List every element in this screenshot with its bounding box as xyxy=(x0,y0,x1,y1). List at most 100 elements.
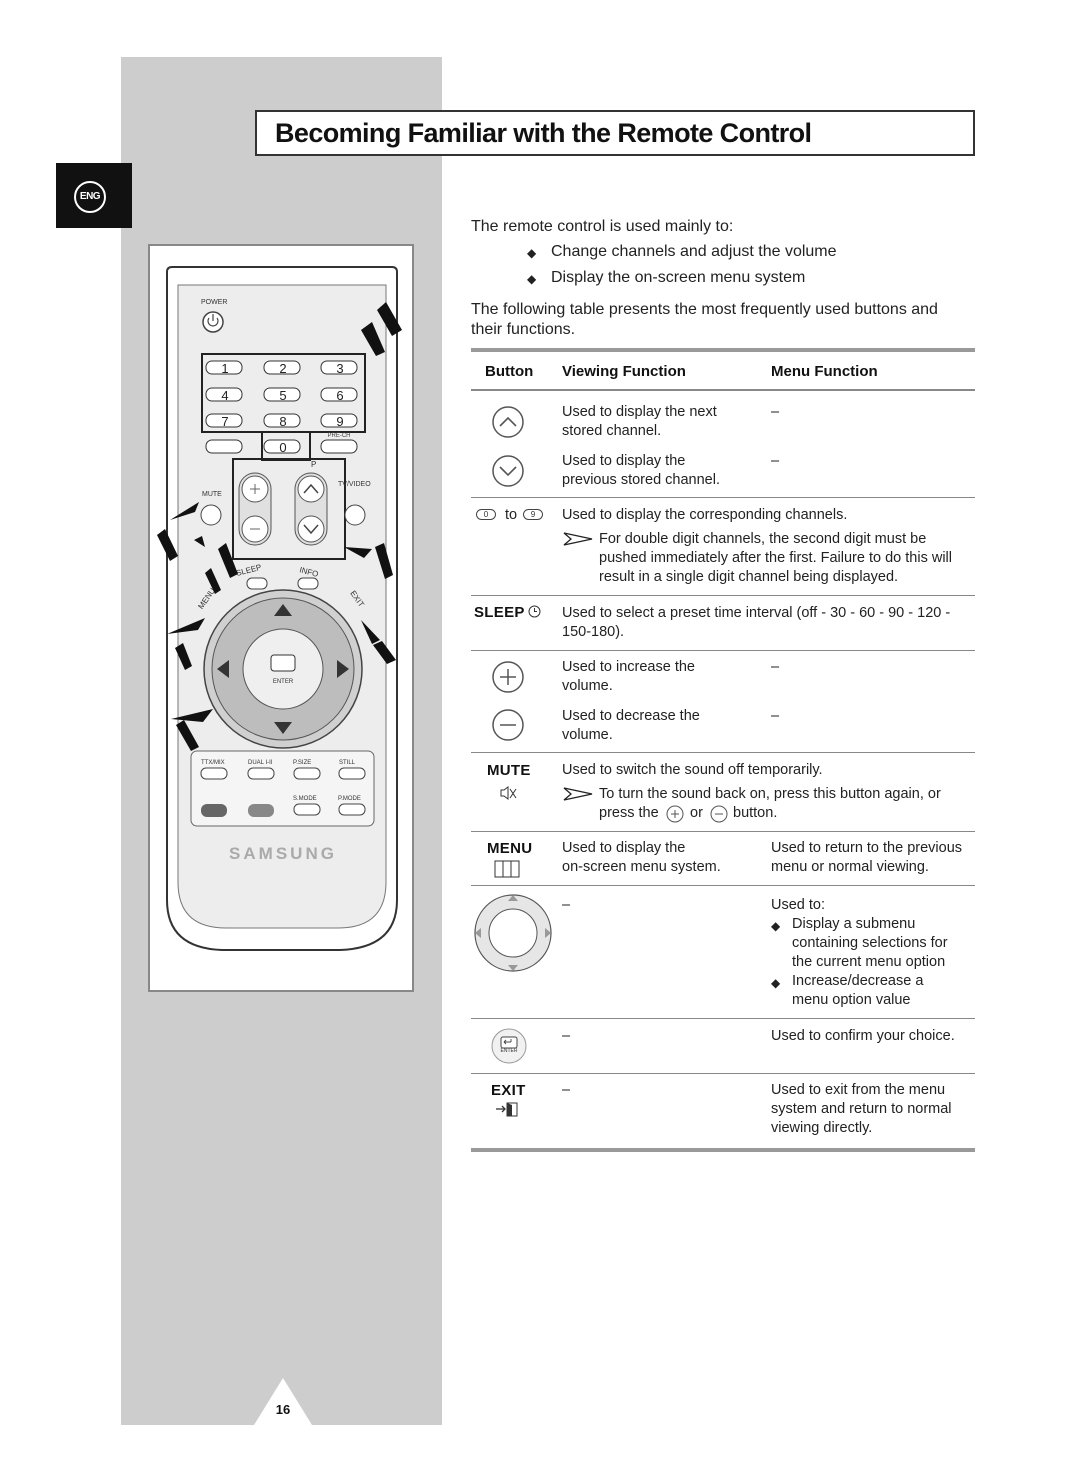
ch-down-viewing-line: previous stored channel. xyxy=(562,472,720,488)
row-divider xyxy=(471,497,975,498)
mute-note-line: To turn the sound back on, press this bu… xyxy=(599,786,941,802)
arrows-item-line: menu option value xyxy=(792,992,911,1008)
intro-bullet: Change channels and adjust the volume xyxy=(551,243,837,260)
remote-digit: 5 xyxy=(279,388,286,403)
remote-power-label: POWER xyxy=(201,299,227,306)
digits-note-line: For double digit channels, the second di… xyxy=(599,531,927,547)
remote-psize-label: P.SIZE xyxy=(293,760,311,766)
menu-icon xyxy=(494,860,520,878)
note-arrow-icon xyxy=(563,532,593,546)
mute-note-press: press the xyxy=(599,805,659,821)
clock-icon xyxy=(528,605,541,618)
channel-down-icon xyxy=(492,455,524,487)
mute-note-or: or xyxy=(690,805,703,821)
remote-p-label: P xyxy=(311,460,316,469)
remote-digit: 3 xyxy=(336,361,343,376)
remote-digit: 4 xyxy=(221,388,228,403)
volume-down-small-icon xyxy=(710,805,728,823)
diamond-bullet-icon: ◆ xyxy=(527,272,537,286)
volume-down-icon xyxy=(492,709,524,741)
exit-button-label: EXIT xyxy=(491,1082,526,1099)
ch-up-viewing-line: stored channel. xyxy=(562,423,662,439)
intro-paragraph-line: The following table presents the most fr… xyxy=(471,301,938,318)
remote-brand: SAMSUNG xyxy=(229,844,337,863)
header-button: Button xyxy=(485,363,534,380)
sleep-text-line: Used to select a preset time interval (o… xyxy=(562,605,951,621)
arrows-item-line: the current menu option xyxy=(792,954,946,970)
vol-down-menu: – xyxy=(771,708,780,724)
digits-viewing: Used to display the corresponding channe… xyxy=(562,507,848,523)
header-viewing-function: Viewing Function xyxy=(562,363,686,380)
page-number-tab xyxy=(254,1378,312,1425)
digit-zero-button-icon: 0 xyxy=(476,509,496,520)
digit-nine-button-icon: 9 xyxy=(523,509,543,520)
vol-up-viewing-line: volume. xyxy=(562,678,613,694)
remote-prech-label: PRE-CH xyxy=(327,433,350,439)
remote-enter-label: ENTER xyxy=(273,679,294,685)
table-bottom-rule xyxy=(471,1148,975,1152)
menu-button-label: MENU xyxy=(487,840,533,857)
enter-icon xyxy=(491,1028,527,1064)
vol-down-viewing-line: Used to decrease the xyxy=(562,708,700,724)
ch-up-viewing-line: Used to display the next xyxy=(562,404,717,420)
row-divider xyxy=(471,752,975,753)
arrows-item-line: containing selections for xyxy=(792,935,948,951)
remote-ttx-label: TTX/MIX xyxy=(201,760,225,766)
remote-still-label: STILL xyxy=(339,760,356,766)
diamond-bullet-icon: ◆ xyxy=(771,919,781,933)
volume-up-icon xyxy=(492,661,524,693)
enter-menu: Used to confirm your choice. xyxy=(771,1028,955,1044)
enter-viewing: – xyxy=(562,1028,571,1044)
exit-menu-line: Used to exit from the menu xyxy=(771,1082,946,1098)
mute-viewing: Used to switch the sound off temporarily… xyxy=(562,762,823,778)
remote-digit: 7 xyxy=(221,414,228,429)
arrows-menu-intro: Used to: xyxy=(771,897,825,913)
sleep-text-line: 150-180). xyxy=(562,624,625,640)
row-divider xyxy=(471,595,975,596)
arrows-item-line: Increase/decrease a xyxy=(792,973,924,989)
mute-note-end: button. xyxy=(733,805,778,821)
enter-icon-label: ENTER xyxy=(500,1048,518,1054)
sleep-button-label: SLEEP xyxy=(474,604,525,621)
diamond-bullet-icon: ◆ xyxy=(527,246,537,260)
remote-smode-label: S.MODE xyxy=(293,796,317,802)
remote-pmode-label: P.MODE xyxy=(338,796,361,802)
remote-digit: 9 xyxy=(336,414,343,429)
arrows-item-line: Display a submenu xyxy=(792,916,916,932)
remote-digit: 0 xyxy=(279,440,286,455)
digits-to-word: to xyxy=(505,507,518,523)
navigation-arrows-icon xyxy=(474,894,552,972)
diamond-bullet-icon: ◆ xyxy=(771,976,781,990)
row-divider xyxy=(471,831,975,832)
remote-digit: 6 xyxy=(336,388,343,403)
power-icon xyxy=(202,311,224,333)
vol-up-viewing-line: Used to increase the xyxy=(562,659,695,675)
remote-tvvideo-label: TV/VIDEO xyxy=(338,481,371,488)
remote-control-illustration: POWER 1 2 3 4 5 6 7 8 9 0 PRE-CH P xyxy=(157,266,402,951)
header-menu-function: Menu Function xyxy=(771,363,878,380)
menu-menu-line: Used to return to the previous xyxy=(771,840,963,856)
row-divider xyxy=(471,1018,975,1019)
menu-viewing-line: Used to display the xyxy=(562,840,686,856)
ch-up-menu: – xyxy=(771,404,780,420)
vol-up-menu: – xyxy=(771,659,780,675)
language-tab-label: ENG xyxy=(74,181,106,213)
intro-paragraph-line: their functions. xyxy=(471,321,576,338)
menu-viewing-line: on-screen menu system. xyxy=(562,859,721,875)
header-rule xyxy=(471,389,975,391)
channel-up-icon xyxy=(492,406,524,438)
title-frame xyxy=(255,110,975,156)
digits-note-line: result in a single digit channel being d… xyxy=(599,569,899,585)
digits-note-line: pushed immediately after the first. Fail… xyxy=(599,550,952,566)
exit-menu-line: system and return to normal xyxy=(771,1101,952,1117)
row-divider xyxy=(471,650,975,651)
exit-viewing: – xyxy=(562,1082,571,1098)
row-divider xyxy=(471,1073,975,1074)
remote-mute-label: MUTE xyxy=(202,491,222,498)
menu-menu-line: menu or normal viewing. xyxy=(771,859,929,875)
intro-bullet: Display the on-screen menu system xyxy=(551,269,806,286)
page-title: Becoming Familiar with the Remote Contro… xyxy=(275,118,812,148)
volume-up-small-icon xyxy=(666,805,684,823)
remote-digit: 2 xyxy=(279,361,286,376)
ch-down-menu: – xyxy=(771,453,780,469)
